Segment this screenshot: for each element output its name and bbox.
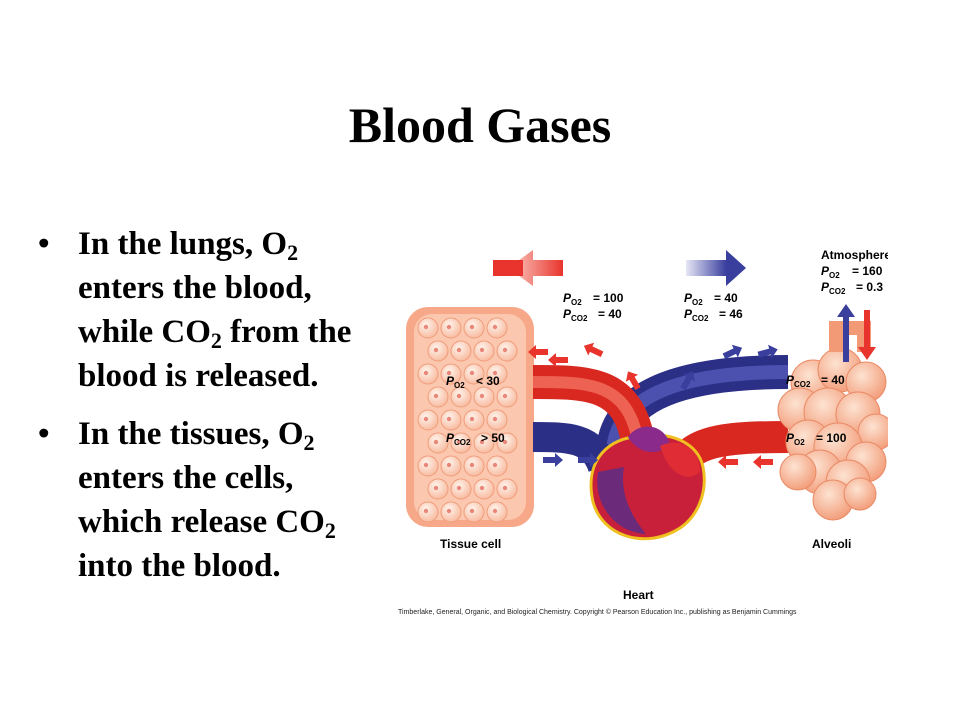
flow-arrow [722, 344, 743, 359]
tissue-cell [473, 340, 495, 362]
copyright-credit: Timberlake, General, Organic, and Biolog… [398, 608, 797, 616]
tissue-cell [440, 317, 462, 339]
tissue-cell [440, 455, 462, 477]
flow-arrow [583, 342, 604, 357]
flow-arrow [578, 453, 598, 467]
arterial-vessel-to-tissue [532, 365, 655, 446]
tissue-cell [486, 363, 508, 385]
tissue-cell [463, 455, 485, 477]
bullet-dot: • [38, 226, 50, 262]
slide-title: Blood Gases [348, 97, 612, 153]
atmosphere-po2-value: = 160 [852, 264, 883, 278]
bullet-text: In the tissues, O [78, 416, 304, 452]
bullet-text: from the blood is released. [78, 314, 352, 394]
venous-flow-arrow [686, 250, 746, 286]
flow-arrow [718, 455, 738, 469]
tissue-cell [417, 501, 439, 523]
tissue-cell [496, 386, 518, 408]
tissue-cell [473, 478, 495, 500]
subscript: 2 [210, 328, 222, 353]
tissue-cell [427, 386, 449, 408]
tissue-cell [463, 317, 485, 339]
flow-arrow [528, 345, 548, 359]
atmosphere-exchange-arrows [837, 304, 876, 362]
alveoli-label: Alveoli [812, 537, 851, 551]
bullet-text: In the lungs, O [78, 226, 288, 262]
tissue-cell-label: Tissue cell [440, 537, 501, 551]
tissue-cell [486, 409, 508, 431]
tissue-cell [473, 386, 495, 408]
bullet-text: enters the blood, while CO [78, 270, 312, 350]
alv-pco2-symbol: PCO2 [786, 373, 811, 389]
tissue-po2-symbol: PO2 [446, 374, 465, 390]
alveolus [779, 453, 817, 491]
alv-po2-symbol: PO2 [786, 431, 805, 447]
tissue-cell [486, 317, 508, 339]
tissue-cell [450, 340, 472, 362]
bullet-list: • In the lungs, O2 enters the blood, whi… [36, 222, 366, 602]
atm-pco2-symbol: PCO2 [821, 280, 846, 296]
flow-arrow [680, 371, 696, 391]
atmosphere-label: Atmosphere [821, 248, 888, 262]
alveoli-cluster [777, 321, 888, 521]
blood-gas-diagram: Atmosphere PO2 = 160 PCO2 = 0.3 PO2 = 10… [398, 248, 888, 616]
bullet-tissues: • In the tissues, O2 enters the cells, w… [36, 412, 366, 588]
flow-arrow [548, 353, 568, 367]
heart-label: Heart [623, 588, 654, 602]
alveolus [843, 477, 877, 511]
tissue-cell [440, 409, 462, 431]
bullet-lungs: • In the lungs, O2 enters the blood, whi… [36, 222, 366, 398]
heart [589, 426, 706, 541]
tissue-cell [417, 409, 439, 431]
tissue-cell [496, 340, 518, 362]
subscript: 2 [303, 430, 315, 455]
flow-arrow [625, 371, 641, 391]
tissue-cell [450, 386, 472, 408]
tissue-cell [440, 363, 462, 385]
venous-pco2-value: = 46 [719, 307, 743, 321]
tissue-pco2-value: > 50 [481, 431, 505, 445]
bullet-text: into the blood. [78, 548, 281, 584]
arterial-pco2-value: = 40 [598, 307, 622, 321]
tissue-cell [417, 363, 439, 385]
flow-arrow [543, 453, 563, 467]
subscript: 2 [287, 240, 299, 265]
alveoli-pco2-value: = 40 [821, 373, 845, 387]
alveoli-po2-value: = 100 [816, 431, 847, 445]
arterial-flow-arrow [493, 250, 563, 286]
atmosphere-pco2-value: = 0.3 [856, 280, 883, 294]
tissue-cell [417, 317, 439, 339]
tissue-cell [450, 432, 472, 454]
tissue-cell [427, 340, 449, 362]
flow-arrows [528, 342, 778, 469]
tissue-cell [486, 501, 508, 523]
tissue-block [406, 307, 534, 527]
flow-arrow [757, 344, 778, 359]
bullet-dot: • [38, 416, 50, 452]
tissue-cell [450, 478, 472, 500]
ven-pco2-symbol: PCO2 [684, 307, 709, 323]
tissue-cell [463, 363, 485, 385]
tissue-cell [417, 455, 439, 477]
tissue-pco2-symbol: PCO2 [446, 431, 471, 447]
tissue-cell [427, 478, 449, 500]
tissue-cell [496, 432, 518, 454]
venous-po2-value: = 40 [714, 291, 738, 305]
flow-arrow [753, 455, 773, 469]
ven-po2-symbol: PO2 [684, 291, 703, 307]
tissue-cell [463, 409, 485, 431]
atm-po2-symbol: PO2 [821, 264, 840, 280]
tissue-cell [486, 455, 508, 477]
tissue-cell [463, 501, 485, 523]
subscript: 2 [324, 518, 336, 543]
tissue-cell [427, 432, 449, 454]
bullet-text: enters the cells, which release CO [78, 460, 325, 540]
tissue-cell [473, 432, 495, 454]
tissue-cell [440, 501, 462, 523]
tissue-cell [496, 478, 518, 500]
arterial-po2-value: = 100 [593, 291, 624, 305]
art-po2-symbol: PO2 [563, 291, 582, 307]
art-pco2-symbol: PCO2 [563, 307, 588, 323]
tissue-po2-value: < 30 [476, 374, 500, 388]
